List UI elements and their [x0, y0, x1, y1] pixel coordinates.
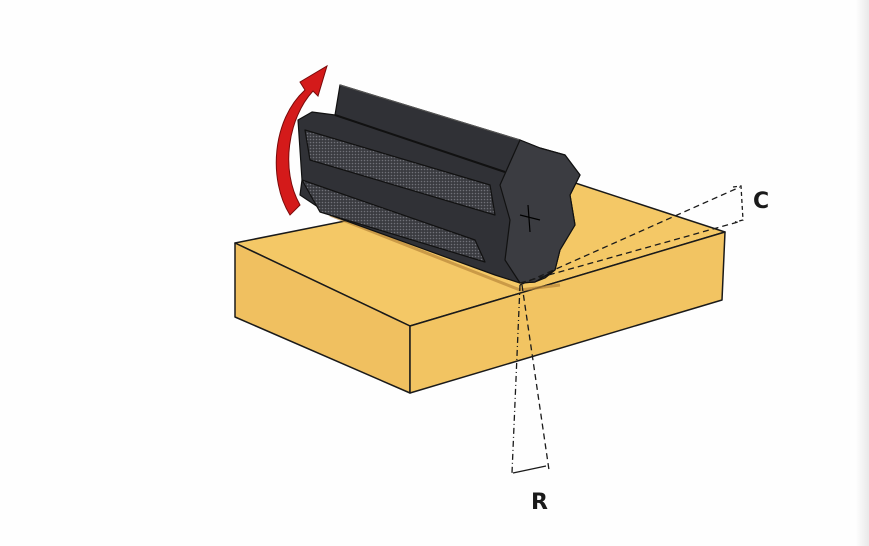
cutter-edge: [339, 84, 521, 141]
axis-cross: [527, 204, 531, 233]
rake-reference-line: [511, 284, 521, 474]
r-dimension-arrow: [512, 465, 547, 474]
rotation-arrow: [275, 64, 328, 216]
page-edge-shadow: [855, 0, 869, 546]
clearance-line: [519, 186, 741, 286]
cutter-edge: [334, 114, 506, 173]
board-right-face: [409, 231, 726, 394]
cutter-groove-upper: [304, 129, 496, 216]
cutter-head: [297, 84, 581, 284]
label-r: R: [531, 490, 548, 515]
clearance-base-line: [519, 221, 739, 284]
cutter-groove-lower: [301, 179, 486, 263]
c-bracket: [732, 185, 744, 223]
rake-line: [521, 284, 550, 471]
label-c: C: [753, 189, 770, 214]
axis-cross: [519, 214, 541, 221]
angle-lines: [511, 185, 744, 474]
cutter-end-face: [499, 139, 581, 284]
